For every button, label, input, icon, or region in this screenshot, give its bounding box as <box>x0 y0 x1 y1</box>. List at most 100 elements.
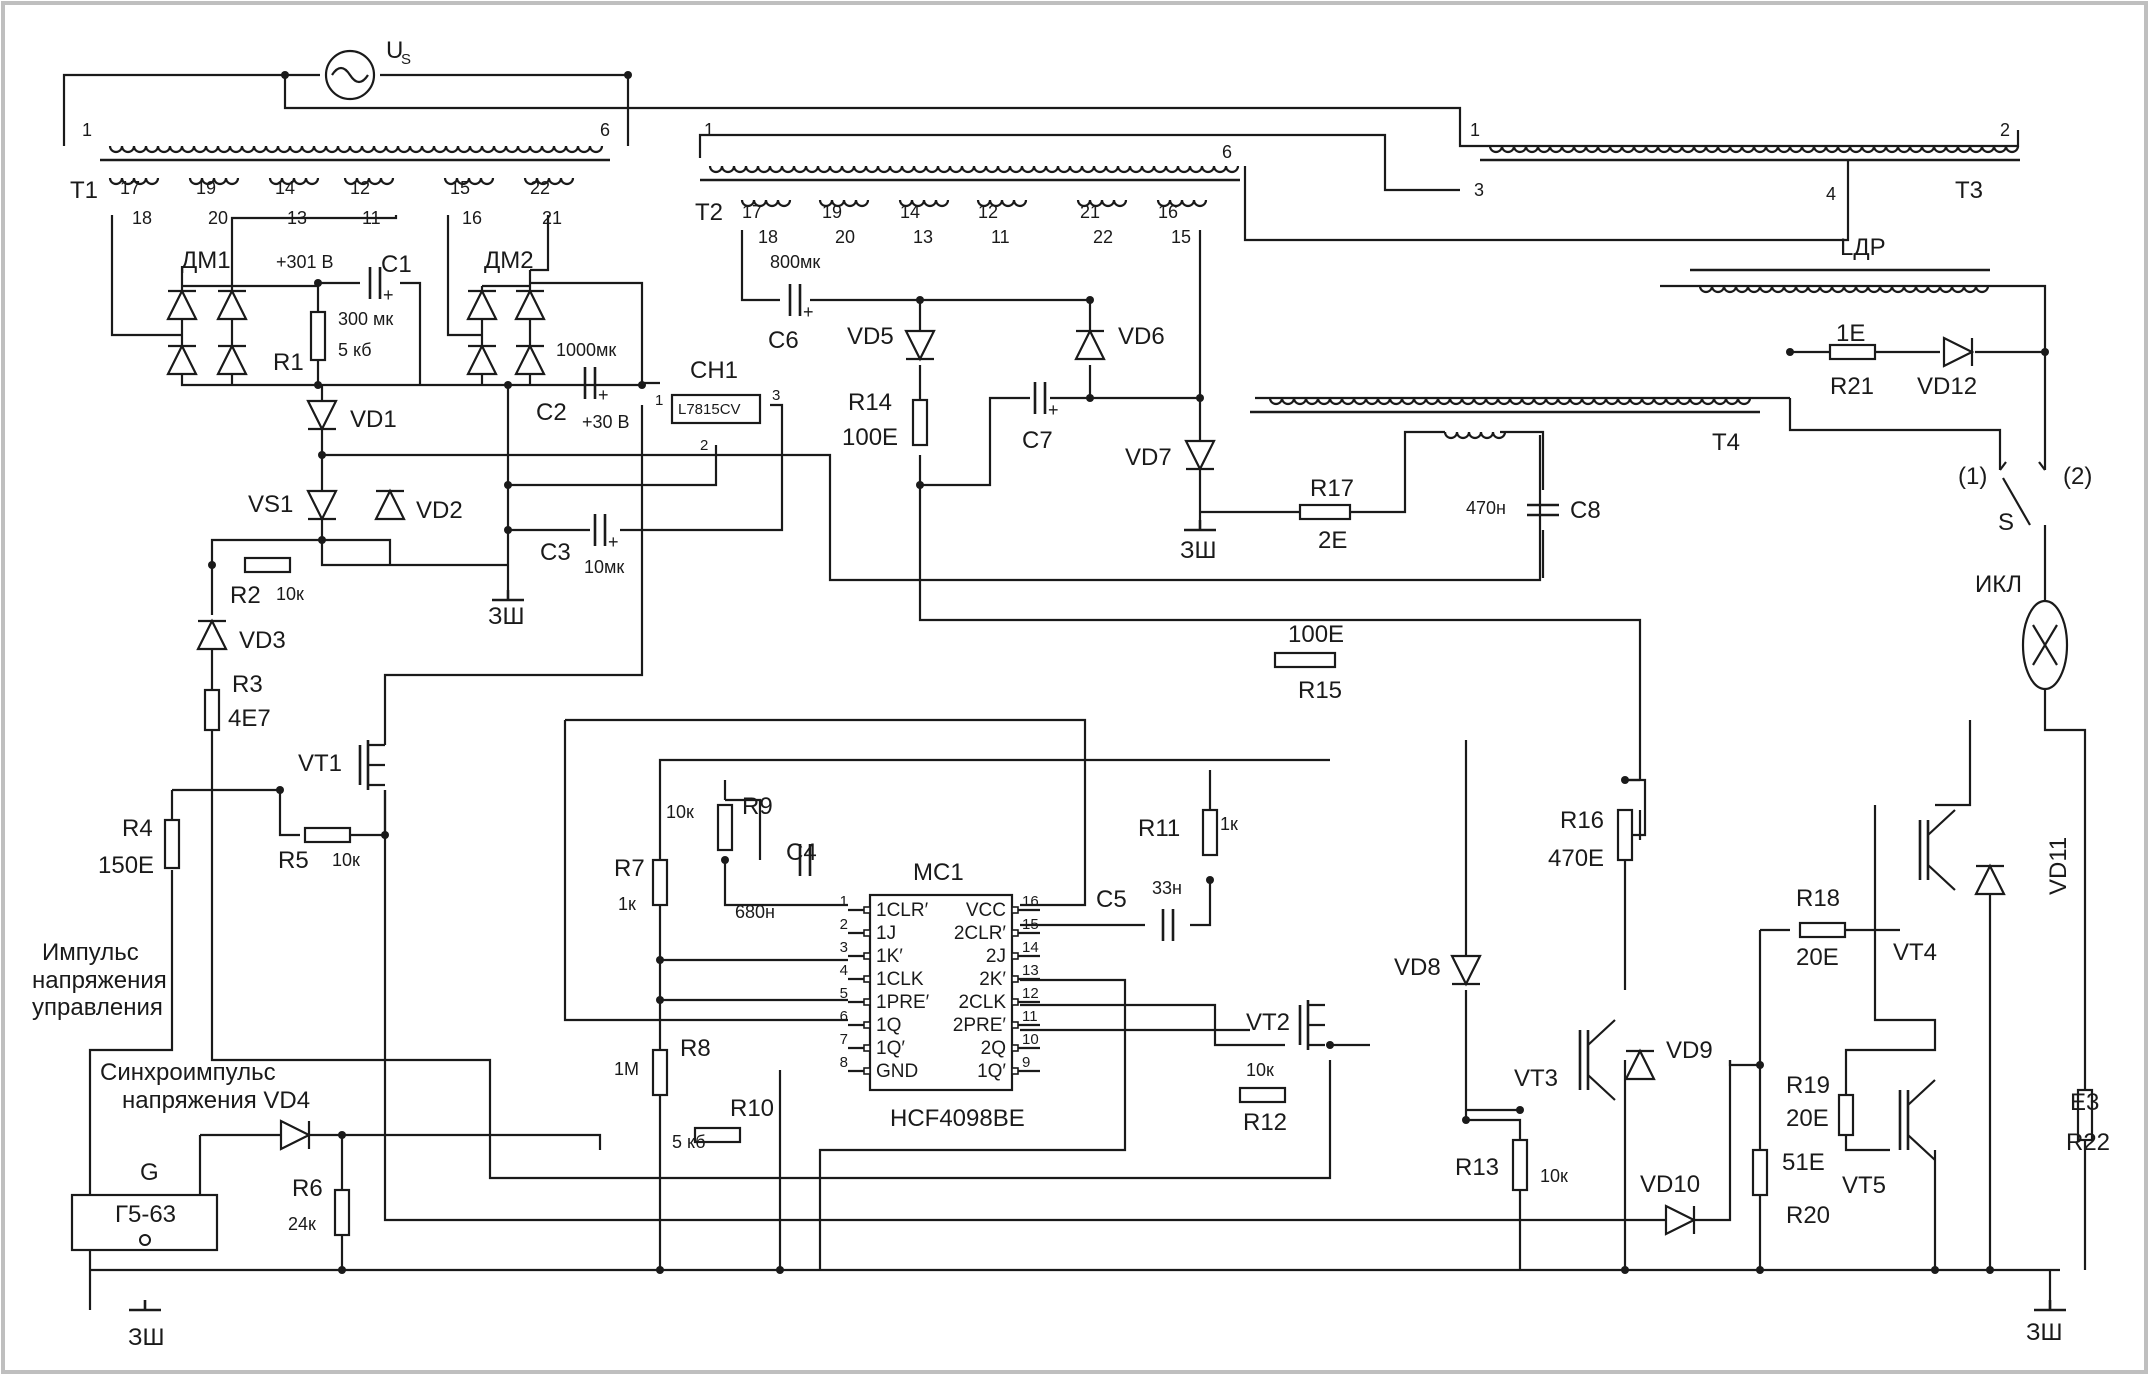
c7-capacitor-plus: + <box>1048 400 1059 420</box>
wire-lamp <box>2043 525 2087 1270</box>
t2-pin-19: 19 <box>822 202 842 222</box>
gnd-label-3: ЗШ <box>1180 537 1217 564</box>
r3-label: R3 <box>232 671 263 698</box>
r16-resistor <box>1616 808 1634 862</box>
r11-value: 1к <box>1220 814 1238 834</box>
wire-vt4-vt5 <box>1844 805 1937 1152</box>
mc1-pin-3-number: 3 <box>840 939 848 956</box>
bridge-diode-4 <box>466 288 498 321</box>
junction-dot <box>916 481 924 489</box>
vd4-diode-body <box>279 1119 312 1151</box>
ground-symbol-3 <box>1184 520 1216 532</box>
mc1-pin-3-pad <box>863 952 871 960</box>
wire-dm1-ac1 <box>110 215 182 337</box>
r18-value: 20E <box>1796 944 1839 971</box>
t1-primary <box>108 145 604 154</box>
mc1-pin-14-name: 2J <box>986 946 1006 967</box>
t2-sec-3 <box>976 199 1028 208</box>
r14-label: R14 <box>848 389 892 416</box>
sync-pulse-line-1: Синхроимпульс <box>100 1059 276 1086</box>
r1-value: 5 кб <box>338 340 372 360</box>
vd7-diode-body <box>1184 439 1216 472</box>
c7-capacitor: + <box>1033 382 1059 420</box>
vt2-label: VT2 <box>1246 1009 1290 1036</box>
vt1-transistor-terminals <box>368 743 385 787</box>
junction-dot <box>656 996 664 1004</box>
mc1-pin-13-name: 2K′ <box>979 969 1006 990</box>
t2-pin-14: 14 <box>900 202 920 222</box>
junction-dot <box>1786 348 1794 356</box>
vd4-diode <box>279 1119 312 1151</box>
t2-pin-16: 16 <box>1158 202 1178 222</box>
wire-mains-t3 <box>283 75 1462 126</box>
r21-resistor <box>1828 343 1877 361</box>
wire-vd11 <box>1933 720 1992 1270</box>
ground-symbol-4 <box>2034 1300 2066 1312</box>
vd8-diode-body <box>1450 954 1482 987</box>
t1-pin-20: 20 <box>208 208 228 228</box>
t4-winding-winding <box>1268 397 1752 406</box>
wire-mc1-vdd <box>658 758 1330 1270</box>
t1-pin-17: 17 <box>120 178 140 198</box>
mc1-pin-7-pad <box>863 1044 871 1052</box>
mc1-pin-10-name: 2Q <box>981 1038 1006 1059</box>
vt2-transistor <box>1298 1000 1325 1050</box>
t1-sec-3 <box>343 177 395 186</box>
mc1-pin-14-number: 14 <box>1022 939 1039 956</box>
r12-label: R12 <box>1243 1109 1287 1136</box>
junction-dot <box>1196 394 1204 402</box>
control-pulse-line-2: напряжения <box>32 967 167 994</box>
t3-pin-3: 3 <box>1474 180 1484 200</box>
ground-symbol-4-bar <box>2034 1300 2066 1312</box>
t1-pin-22: 22 <box>530 178 550 198</box>
wire-vt1-drain <box>383 405 644 745</box>
ldr-label: LДР <box>1840 234 1886 261</box>
junction-dot <box>1462 1116 1470 1124</box>
junction-dot <box>381 831 389 839</box>
t2-pin-11: 11 <box>991 227 1010 247</box>
mc1-pin-12-name: 2CLK <box>958 992 1006 1013</box>
vd1-diode-body <box>306 399 338 432</box>
t1-pin-12: 12 <box>350 178 370 198</box>
lamp-label: ИКЛ <box>1975 571 2022 598</box>
vt5-transistor-legs <box>1907 1079 1936 1161</box>
main-wiring <box>62 73 2087 1310</box>
vt1-transistor <box>358 740 385 790</box>
t1-pin-21: 21 <box>542 208 562 228</box>
wire-r4 <box>88 790 174 1200</box>
t3-pin-2: 2 <box>2000 120 2010 140</box>
junction-dot <box>916 296 924 304</box>
r17-resistor <box>1298 503 1352 521</box>
r20-resistor <box>1751 1148 1769 1197</box>
c4-value: 680н <box>735 902 775 922</box>
wire-vd3-r3 <box>210 565 1332 1180</box>
r4-value: 150E <box>98 852 154 879</box>
r17-label: R17 <box>1310 475 1354 502</box>
r14-resistor <box>911 398 929 447</box>
vt5-transistor <box>1898 1079 1936 1161</box>
t1-sec-4-winding <box>443 177 495 186</box>
bridge-diode-5-body <box>514 288 546 321</box>
vd2-diode <box>374 488 406 521</box>
r1-label: R1 <box>273 349 304 376</box>
wire-ldr <box>1660 284 2047 470</box>
r4-resistor <box>163 818 181 870</box>
t3-pin-1: 1 <box>1470 120 1480 140</box>
r10-label: R10 <box>730 1095 774 1122</box>
t2-sec-4-winding <box>1076 199 1128 208</box>
wire-c1 <box>318 281 642 387</box>
c2-label: C2 <box>536 399 567 426</box>
junction-dot <box>1206 876 1214 884</box>
generator-part: Г5-63 <box>115 1201 176 1228</box>
vd5-diode <box>904 329 936 362</box>
vt3-transistor <box>1578 1019 1616 1101</box>
ch1-part: L7815CV <box>678 401 741 418</box>
bridge-diode-1 <box>216 288 248 321</box>
r19-label: R19 <box>1786 1072 1830 1099</box>
t2-label: T2 <box>695 199 723 226</box>
mc1-pin-6-number: 6 <box>840 1008 848 1025</box>
t4-winding <box>1268 397 1752 406</box>
vt1-label: VT1 <box>298 750 342 777</box>
vd5-diode-body <box>904 329 936 362</box>
t2-pin-18: 18 <box>758 227 778 247</box>
